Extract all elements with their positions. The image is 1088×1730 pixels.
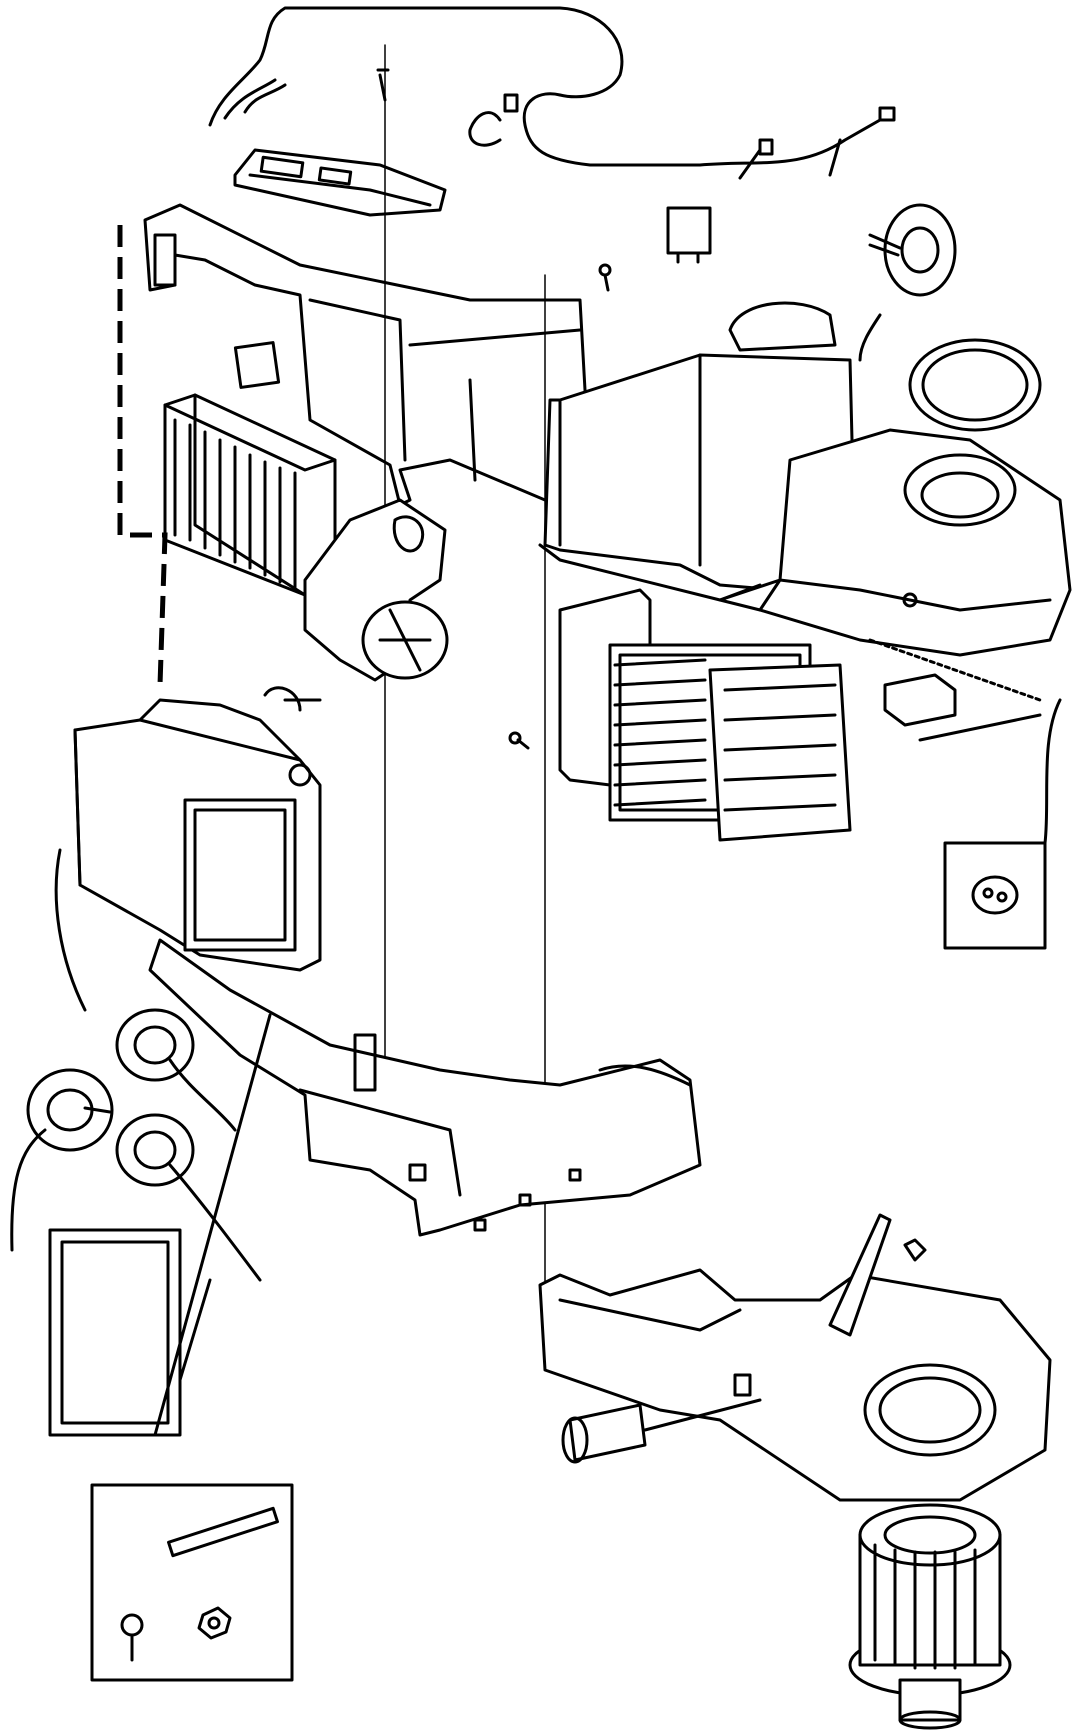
motor-icon xyxy=(303,498,449,682)
resistor-icon xyxy=(883,673,1042,742)
vacuum-diaphragm-icon xyxy=(10,848,262,1282)
evaporator-icon xyxy=(544,274,852,1301)
relay-icon xyxy=(666,206,712,264)
housing-icon xyxy=(73,686,322,972)
wiring-harness-icon xyxy=(208,6,896,180)
filter-icon xyxy=(48,1013,272,1437)
blower-fan-icon xyxy=(848,1503,1012,1730)
vacuum-actuator-icon xyxy=(858,203,957,362)
heater-core-icon xyxy=(163,341,337,597)
housing-icon xyxy=(538,301,857,602)
blower-housing-icon xyxy=(718,428,1072,702)
diode-icon xyxy=(943,698,1062,950)
drain-valve-icon xyxy=(561,1398,762,1464)
seal-ring-icon xyxy=(908,338,1042,432)
blower-housing-icon xyxy=(538,1213,1052,1502)
hardware-kit-icon xyxy=(90,1483,294,1682)
control-panel-icon xyxy=(233,148,447,217)
screw-icon xyxy=(508,263,612,750)
duct-icon xyxy=(148,938,702,1237)
